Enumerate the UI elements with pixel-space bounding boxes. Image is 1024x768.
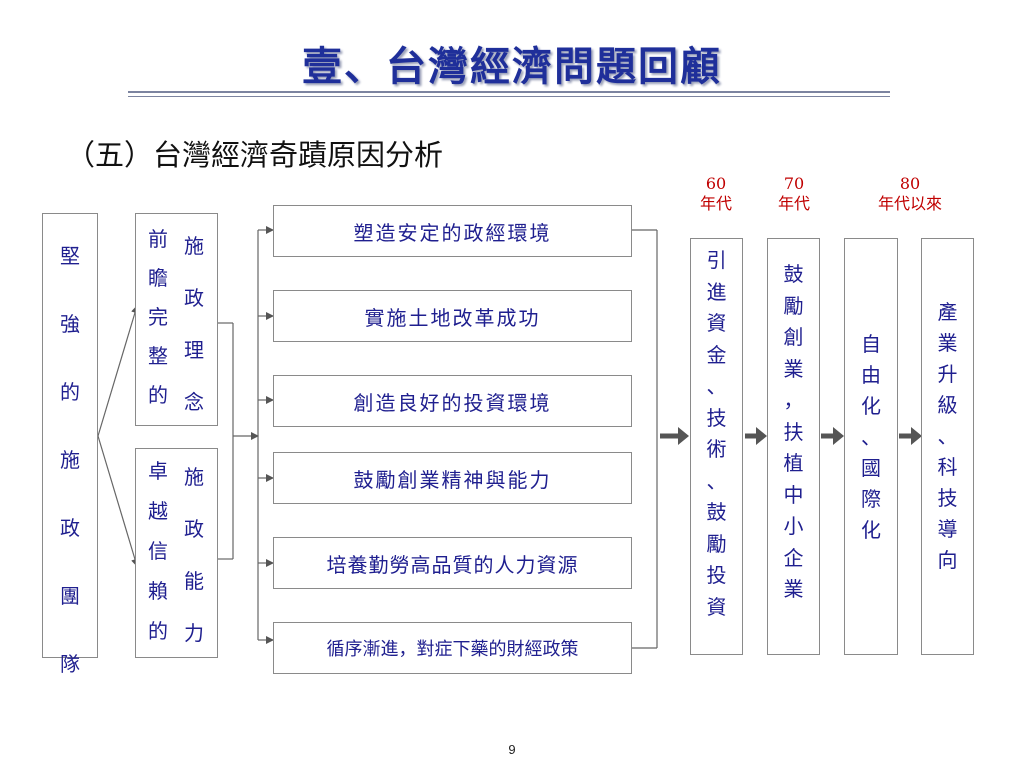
vertical-char: 向: [937, 548, 958, 572]
vertical-char: 扶: [783, 419, 804, 444]
page-number: 9: [508, 742, 516, 757]
vertical-char: 賴: [148, 579, 168, 603]
vertical-char: 能: [184, 569, 204, 593]
ability-box: 卓越信賴的 施政能力: [135, 448, 218, 658]
vertical-char: 強: [60, 312, 80, 336]
stage-box-80s: 產業升級、科技導向: [921, 238, 974, 655]
vertical-char: 的: [148, 619, 168, 643]
measure-box: 塑造安定的政經環境: [273, 205, 632, 257]
vertical-char: 金: [706, 342, 727, 367]
vertical-char: 勵: [706, 531, 727, 556]
vertical-char: 前: [148, 227, 168, 251]
vertical-char: 瞻: [148, 266, 168, 290]
vertical-char: 鼓: [783, 262, 804, 286]
vertical-char: 投: [706, 563, 727, 587]
team-box: 堅強的施政團隊: [42, 213, 98, 676]
vertical-char: 資: [706, 311, 727, 335]
vertical-char: 化: [861, 394, 881, 418]
vertical-char: 理: [184, 338, 204, 362]
vertical-char: 導: [937, 517, 958, 541]
vertical-char: 念: [184, 390, 204, 414]
ability-col-a: 卓越信賴的: [144, 451, 172, 651]
vertical-char: 整: [148, 344, 168, 368]
vertical-char: 業: [783, 356, 804, 381]
stage-label: 產業升級、科技導向: [922, 239, 973, 576]
vertical-char: 、: [937, 424, 958, 448]
vertical-char: 自: [861, 332, 881, 356]
vertical-char: 由: [861, 363, 881, 387]
vertical-char: 小: [783, 514, 804, 538]
vertical-char: 完: [148, 305, 168, 329]
slide-subtitle: （五）台灣經濟奇蹟原因分析: [66, 138, 444, 172]
title-rule-thick: [128, 91, 890, 93]
vertical-char: 創: [783, 325, 804, 349]
vertical-char: 力: [184, 621, 204, 645]
vertical-char: 產: [937, 300, 958, 324]
stage-box-60s: 引進資金、技術、鼓勵投資: [690, 238, 743, 655]
philosophy-box: 前瞻完整的 施政理念: [135, 213, 218, 426]
measure-box: 創造良好的投資環境: [273, 375, 632, 427]
team-label: 堅強的施政團隊: [43, 214, 97, 698]
vertical-char: 政: [184, 286, 204, 310]
vertical-char: 技: [937, 486, 958, 510]
vertical-char: 政: [60, 516, 80, 540]
vertical-char: 級: [937, 393, 958, 417]
measure-box: 實施土地改革成功: [273, 290, 632, 342]
ability-col-b: 施政能力: [180, 451, 208, 659]
measure-box: 鼓勵創業精神與能力: [273, 452, 632, 504]
stage-label: 引進資金、技術、鼓勵投資: [691, 239, 742, 623]
philosophy-col-a: 前瞻完整的: [144, 220, 172, 415]
vertical-char: 化: [861, 518, 881, 542]
vertical-char: 勵: [783, 293, 804, 318]
vertical-char: 施: [184, 234, 204, 258]
title-rule-thin: [128, 96, 890, 97]
vertical-char: 引: [706, 248, 727, 272]
philosophy-col-b: 施政理念: [180, 220, 208, 428]
vertical-char: 術: [706, 437, 727, 461]
stage-label: 鼓勵創業，扶植中小企業: [768, 239, 819, 606]
slide-title: 壹、台灣經濟問題回顧: [302, 43, 722, 90]
vertical-char: 植: [783, 451, 804, 475]
measure-box: 培養勤勞高品質的人力資源: [273, 537, 632, 589]
vertical-char: 的: [60, 380, 80, 404]
vertical-char: 、: [706, 374, 727, 398]
vertical-char: 企: [783, 545, 804, 570]
vertical-char: 信: [148, 539, 168, 563]
vertical-char: 、: [861, 425, 881, 449]
vertical-char: 政: [184, 517, 204, 541]
vertical-char: 中: [783, 482, 804, 507]
vertical-char: 資: [706, 594, 727, 619]
stage-arrows: [660, 427, 922, 445]
vertical-char: 進: [706, 279, 727, 304]
vertical-char: 業: [783, 577, 804, 601]
vertical-char: 施: [184, 465, 204, 489]
vertical-char: 業: [937, 331, 958, 355]
vertical-char: 越: [148, 499, 168, 523]
vertical-char: 、: [706, 468, 727, 493]
vertical-char: 隊: [60, 652, 80, 676]
vertical-char: 科: [937, 455, 958, 479]
vertical-char: 國: [861, 456, 881, 480]
vertical-char: 鼓: [706, 500, 727, 524]
vertical-char: 卓: [148, 459, 168, 483]
vertical-char: ，: [783, 388, 804, 412]
stage-box-liberalization: 自由化、國際化: [844, 238, 898, 655]
vertical-char: 堅: [60, 244, 80, 268]
measure-box: 循序漸進，對症下藥的財經政策: [273, 622, 632, 674]
vertical-char: 的: [148, 383, 168, 407]
vertical-char: 際: [861, 487, 881, 511]
vertical-char: 團: [60, 584, 80, 608]
stage-box-70s: 鼓勵創業，扶植中小企業: [767, 238, 820, 655]
vertical-char: 施: [60, 448, 80, 472]
vertical-char: 升: [937, 362, 958, 386]
stage-label: 自由化、國際化: [845, 239, 897, 546]
vertical-char: 技: [706, 405, 727, 430]
